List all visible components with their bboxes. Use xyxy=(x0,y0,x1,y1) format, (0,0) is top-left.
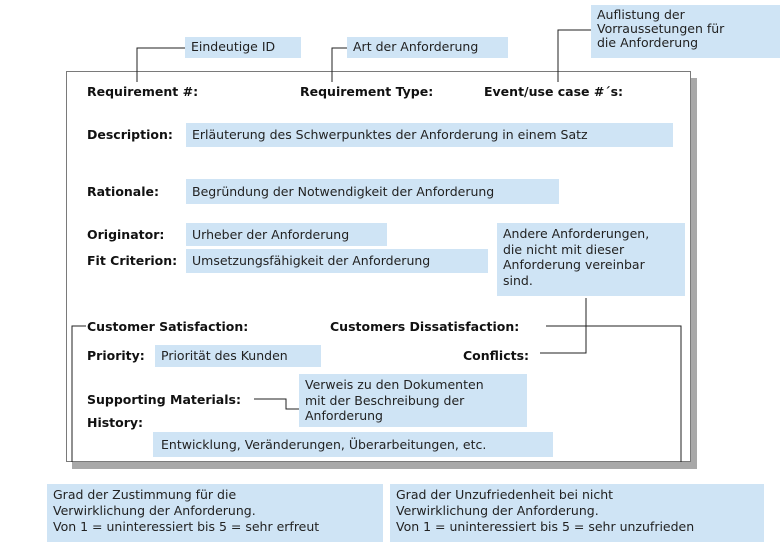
satisfaction-note: Grad der Zustimmung für die Verwirklichu… xyxy=(47,484,383,542)
supporting-materials-label: Supporting Materials: xyxy=(87,392,241,407)
originator-label: Originator: xyxy=(87,227,165,242)
priority-value: Priorität des Kunden xyxy=(155,345,321,367)
conflicts-note: Andere Anforderungen, die nicht mit dies… xyxy=(497,223,685,296)
originator-value: Urheber der Anforderung xyxy=(186,223,387,246)
customer-dissatisfaction-label: Customers Dissatisfaction: xyxy=(330,319,520,334)
event-use-case-label: Event/use case #´s: xyxy=(484,84,624,99)
fit-criterion-value: Umsetzungsfähigkeit der Anforderung xyxy=(186,249,488,273)
dissatisfaction-note: Grad der Unzufriedenheit bei nicht Verwi… xyxy=(390,484,764,542)
history-value: Entwicklung, Veränderungen, Überarbeitun… xyxy=(153,432,553,457)
description-value: Erläuterung des Schwerpunktes der Anford… xyxy=(186,123,673,147)
description-label: Description: xyxy=(87,127,173,142)
fit-criterion-label: Fit Criterion: xyxy=(87,253,178,268)
callout-unique-id: Eindeutige ID xyxy=(185,37,301,58)
history-label: History: xyxy=(87,415,144,430)
requirement-number-label: Requirement #: xyxy=(87,84,199,99)
requirement-type-label: Requirement Type: xyxy=(300,84,434,99)
rationale-value: Begründung der Notwendigkeit der Anforde… xyxy=(186,179,559,204)
callout-requirement-type: Art der Anforderung xyxy=(347,37,508,58)
callout-events: Auflistung der Vorraussetungen für die A… xyxy=(591,5,780,58)
customer-satisfaction-label: Customer Satisfaction: xyxy=(87,319,249,334)
conflicts-label: Conflicts: xyxy=(463,348,530,363)
priority-label: Priority: xyxy=(87,348,145,363)
supporting-materials-value: Verweis zu den Dokumenten mit der Beschr… xyxy=(299,374,527,427)
rationale-label: Rationale: xyxy=(87,184,160,199)
